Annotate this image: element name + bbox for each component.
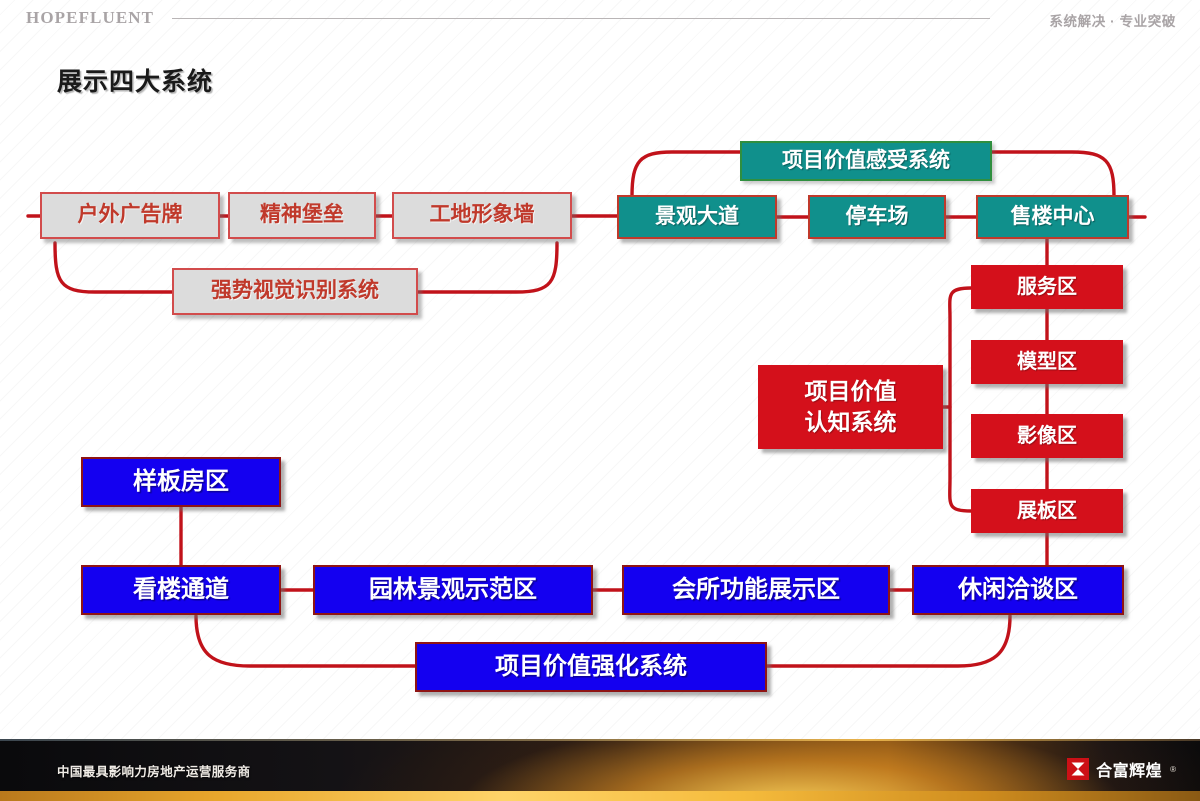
node-site-image-wall[interactable]: 工地形象墙	[392, 192, 572, 239]
company-logo-text: 合富辉煌	[1096, 763, 1163, 780]
node-sales-center[interactable]: 售楼中心	[976, 195, 1129, 239]
node-display-board-area[interactable]: 展板区	[971, 489, 1123, 533]
node-clubhouse-function-demo[interactable]: 会所功能展示区	[622, 565, 890, 615]
header-tagline: 系统解决 · 专业突破	[1049, 14, 1176, 29]
node-value-perception-system[interactable]: 项目价值感受系统	[740, 141, 992, 181]
brand-wordmark: HOPEFLUENT	[26, 8, 155, 27]
footer-gold-strip	[0, 791, 1200, 801]
company-logo: 合富辉煌 ®	[1067, 757, 1176, 781]
footer-top-rule	[0, 739, 1200, 741]
registered-mark: ®	[1170, 764, 1176, 774]
slide-footer: 中国最具影响力房地产运营服务商 合富辉煌 ®	[0, 739, 1200, 801]
node-model-area[interactable]: 模型区	[971, 340, 1123, 384]
node-landscape-avenue[interactable]: 景观大道	[617, 195, 777, 239]
footer-tagline: 中国最具影响力房地产运营服务商	[57, 765, 251, 779]
slide-header: HOPEFLUENT 系统解决 · 专业突破	[0, 0, 1200, 36]
node-spirit-fortress[interactable]: 精神堡垒	[228, 192, 376, 239]
connector-lines	[26, 150, 1147, 668]
diagram-area: 户外广告牌 精神堡垒 工地形象墙 强势视觉识别系统 项目价值感受系统 景观大道 …	[26, 141, 1147, 692]
node-service-area[interactable]: 服务区	[971, 265, 1123, 309]
node-value-cognition-system[interactable]: 项目价值 认知系统	[758, 365, 943, 449]
hourglass-x-mark-icon	[1067, 758, 1090, 780]
node-vi-system[interactable]: 强势视觉识别系统	[172, 268, 418, 315]
node-parking-lot[interactable]: 停车场	[808, 195, 946, 239]
node-viewing-corridor[interactable]: 看楼通道	[81, 565, 281, 615]
node-video-area[interactable]: 影像区	[971, 414, 1123, 458]
page-title: 展示四大系统	[57, 68, 214, 96]
node-garden-landscape-demo[interactable]: 园林景观示范区	[313, 565, 593, 615]
header-divider-rule	[172, 18, 990, 19]
node-outdoor-billboard[interactable]: 户外广告牌	[40, 192, 220, 239]
node-show-flat-area[interactable]: 样板房区	[81, 457, 281, 507]
node-leisure-negotiation-area[interactable]: 休闲洽谈区	[912, 565, 1124, 615]
node-value-reinforcement-system[interactable]: 项目价值强化系统	[415, 642, 767, 692]
